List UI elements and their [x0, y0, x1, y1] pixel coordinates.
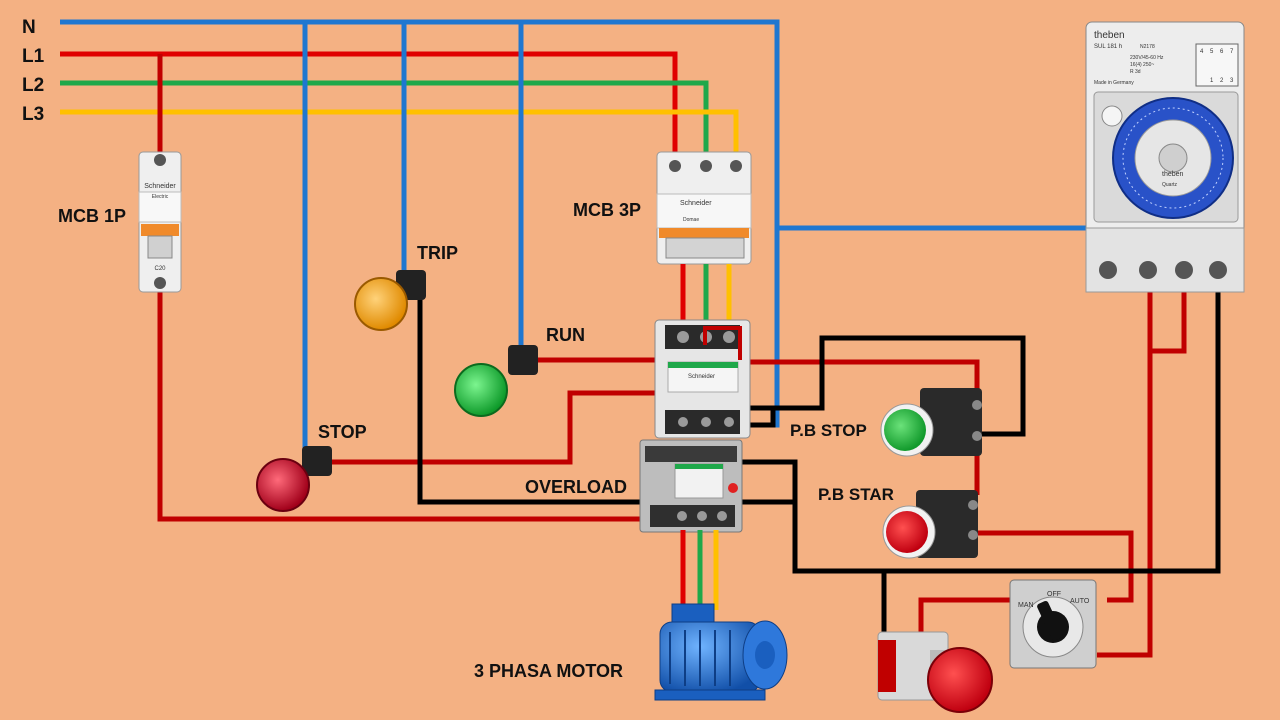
timer-brand: theben	[1094, 30, 1125, 41]
three-phase-motor[interactable]	[654, 603, 788, 701]
svg-text:4: 4	[1200, 49, 1204, 55]
timer-made: Made in Germany	[1094, 80, 1134, 86]
mcb-1p-brand: Schneider	[144, 183, 176, 190]
timer-spec3: R 3d	[1130, 69, 1141, 75]
label-l2: L2	[22, 75, 44, 96]
mcb-1p-breaker[interactable]: Schneider Electric C20	[138, 151, 182, 293]
timer-dial-brand: theben	[1162, 171, 1184, 178]
svg-text:6: 6	[1220, 49, 1224, 55]
stop-lamp	[256, 446, 332, 512]
label-l1: L1	[22, 46, 45, 67]
label-mcb-1p: MCB 1P	[58, 206, 126, 226]
timer-model: SUL 181 h	[1094, 44, 1122, 50]
selector-auto-label: AUTO	[1070, 598, 1090, 605]
label-stop: STOP	[318, 422, 367, 442]
timer-terminal-map: 4 5 6 7 1 2 3	[1195, 43, 1239, 87]
trip-lamp	[354, 270, 426, 331]
label-trip: TRIP	[417, 243, 458, 263]
svg-text:7: 7	[1230, 49, 1234, 55]
l1-line	[60, 51, 678, 163]
label-n: N	[22, 17, 36, 38]
overload-relay[interactable]	[639, 439, 743, 533]
man-off-auto-selector[interactable]: MAN OFF AUTO	[1009, 579, 1097, 669]
emergency-stop-button[interactable]	[877, 631, 993, 713]
diagram-labels: N L1 L2 L3 MCB 1P MCB 3P TRIP RUN STOP O…	[22, 17, 894, 681]
mcb-3p-brand: Schneider	[680, 200, 712, 207]
label-pb-star: P.B STAR	[818, 485, 894, 504]
label-mcb-3p: MCB 3P	[573, 200, 641, 220]
selector-off-label: OFF	[1047, 591, 1061, 598]
timer-spec1: 230V/45-60 Hz	[1130, 55, 1164, 61]
mcb-3p-model: Domae	[683, 217, 699, 223]
timer-code: N2178	[1140, 44, 1155, 50]
label-run: RUN	[546, 325, 585, 345]
label-l3: L3	[22, 104, 44, 125]
selector-man-label: MAN	[1018, 602, 1034, 609]
label-motor: 3 PHASA MOTOR	[474, 661, 623, 681]
mcb-3p-breaker[interactable]: Schneider Domae	[656, 151, 752, 265]
label-overload: OVERLOAD	[525, 477, 627, 497]
label-pb-stop: P.B STOP	[790, 421, 867, 440]
mcb-1p-sub: Electric	[152, 194, 169, 200]
control-wiring-red	[157, 54, 1187, 658]
svg-text:2: 2	[1220, 78, 1224, 84]
contactor[interactable]: Schneider	[654, 319, 751, 439]
timer-quartz: Quartz	[1162, 182, 1178, 188]
l2-line	[60, 80, 709, 163]
contactor-brand: Schneider	[688, 374, 715, 380]
neutral-drops	[302, 22, 1225, 452]
motor-feed-wires	[680, 530, 719, 610]
run-lamp	[454, 345, 538, 417]
svg-text:5: 5	[1210, 49, 1214, 55]
contactor-top-jumper	[703, 326, 742, 360]
svg-text:1: 1	[1210, 78, 1214, 84]
pb-star-button[interactable]	[882, 490, 978, 559]
pb-stop-button[interactable]	[880, 388, 982, 457]
l3-line	[60, 109, 739, 163]
timer-switch[interactable]: theben SUL 181 h N2178 230V/45-60 Hz 16(…	[1085, 21, 1245, 293]
svg-text:3: 3	[1230, 78, 1234, 84]
timer-spec2: 16(4) 250~	[1130, 62, 1154, 68]
mcb-1p-rating: C20	[154, 266, 166, 272]
mcb-to-contactor-wires	[680, 264, 732, 330]
